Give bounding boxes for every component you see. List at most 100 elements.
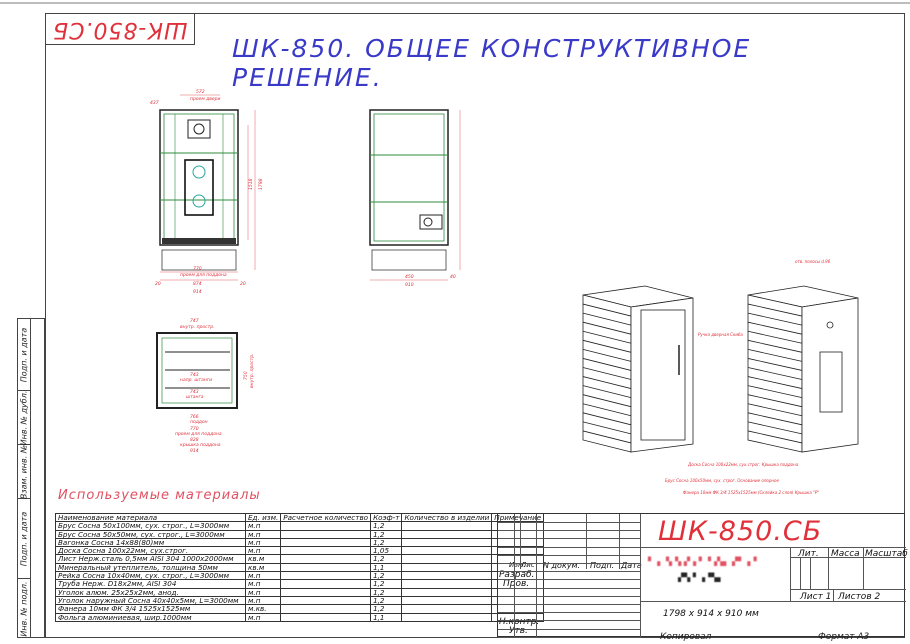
blurred-subtitle: ▞▚ ▘▗▝▚▖: [678, 573, 724, 582]
table-cell: [401, 537, 493, 548]
grid-line: [498, 530, 640, 532]
grid-line: [498, 595, 640, 597]
grid-line: [790, 547, 791, 601]
table-cell: м.кв.: [244, 604, 282, 614]
side-cell: Взам. инв. №: [18, 444, 30, 499]
dim-label: напр. штанги: [180, 378, 212, 383]
header-sign: Подп.: [590, 561, 615, 570]
dim-label: 20: [155, 281, 161, 287]
table-cell: [280, 554, 372, 564]
cladding-slat: [582, 403, 632, 417]
dim-label: 874: [193, 281, 202, 287]
isometric-front: [582, 285, 694, 453]
grid-line: [514, 514, 515, 638]
dim-label: 914: [193, 289, 202, 295]
cladding-slat: [582, 348, 632, 362]
grid-line: [498, 587, 640, 589]
dim-label: поддон: [190, 420, 208, 425]
cladding-slat: [747, 348, 803, 362]
side-view: 450 910 40: [369, 109, 461, 288]
materials-table: Наименование материала Ед. изм. Расчетно…: [55, 512, 545, 622]
iso-note: отв. полосы d.96: [795, 259, 831, 264]
table-cell: [280, 595, 372, 606]
cladding-slat: [747, 376, 803, 389]
table-cell: [401, 546, 493, 556]
side-cell: Инв. № подл.: [19, 581, 29, 637]
grid-line: [828, 547, 829, 589]
dim-label: 1798: [258, 178, 264, 190]
table-cell: 1,2: [370, 521, 403, 531]
dim-label: проем двери: [190, 97, 221, 102]
cladding-slat: [582, 303, 632, 317]
role-norm-control: Н.контр.: [499, 617, 540, 627]
copied-label: Копировал: [660, 632, 712, 642]
grid-line: [640, 601, 906, 602]
dim-label: 766: [190, 414, 199, 420]
header-izm: Изм.: [509, 561, 526, 569]
cladding-slat: [747, 394, 803, 408]
table-cell: Труба Нерж. D18х2мм, AISI 304: [55, 579, 246, 589]
iso-note: Доска Сосна 100х22мм, сух.строг. Крышка …: [687, 462, 799, 467]
dim-label: 914: [190, 448, 199, 454]
scale-label: Масштаб: [865, 549, 908, 559]
header-list: Лист: [521, 561, 539, 569]
table-cell: [401, 579, 493, 589]
front-view: 572 проем двери 437 1798 1518 770 проем …: [150, 89, 264, 295]
iso-note: Ручка дверная Скиба: [698, 332, 743, 337]
dim-label: 750: [243, 371, 249, 380]
dim-label: внутр. простр.: [250, 353, 255, 388]
cladding-slat: [747, 430, 803, 444]
table-cell: [280, 604, 372, 614]
grid-line: [498, 571, 640, 573]
sheet-number: Лист 1: [800, 592, 832, 602]
cladding-slat: [582, 339, 632, 353]
dim-label: 20: [240, 281, 246, 287]
dim-label: 437: [150, 100, 159, 106]
table-cell: [280, 521, 372, 531]
table-cell: кв.м: [244, 562, 282, 573]
plan-view: 747 внутр. простр. 743 напр. штанги 743 …: [156, 318, 255, 454]
grid-line: [498, 554, 640, 556]
grid-line: [800, 557, 801, 589]
table-cell: [280, 529, 372, 539]
dim-label: 743: [190, 389, 199, 395]
table-cell: [401, 604, 493, 614]
dim-label: 770: [190, 426, 199, 432]
table-cell: м.п: [244, 521, 282, 531]
table-cell: Фольга алюминиевая, шир.1000мм: [55, 612, 246, 622]
isometric-back: [747, 285, 859, 453]
cladding-slat: [747, 339, 803, 353]
dim-label: 770: [193, 266, 202, 272]
table-cell: [401, 529, 493, 539]
drawing-views: 572 проем двери 437 1798 1518 770 проем …: [150, 89, 859, 495]
iso-note: Фанера 10мм ФК 3/4 1525х1525мм (Склейка …: [683, 490, 819, 495]
materials-heading: Используемые материалы: [58, 488, 261, 503]
blurred-product-name: ▘▗ ▝▖▚ ▞▗ ▘▝▗▚▖ ▞▘▗▝: [648, 557, 757, 566]
side-cell: Подп. и дата: [18, 319, 30, 391]
grid-line: [536, 514, 537, 638]
title-block: ШК-850.СБ Изм. Лист N докум. Подп. Дата …: [497, 513, 908, 638]
cladding-slat: [747, 330, 803, 344]
inverted-code-stamp: ШК-850.СБ: [45, 13, 195, 45]
role-approved: Утв.: [509, 626, 528, 636]
table-cell: [401, 587, 493, 597]
table-cell: [401, 521, 493, 531]
table-cell: 1,2: [370, 604, 403, 614]
dim-label: 747: [190, 318, 199, 324]
grid-line: [498, 579, 640, 581]
dim-label: проем для поддона: [180, 273, 227, 278]
table-cell: м.п: [244, 612, 282, 622]
format-label: Формат А3: [818, 632, 870, 642]
table-cell: [280, 562, 372, 573]
cladding-slat: [582, 430, 632, 444]
header-doc: N докум.: [543, 561, 581, 570]
dim-label: внутр. простр.: [180, 325, 215, 330]
header-date: Дата: [621, 561, 642, 570]
iso-note: Брус Сосна 100х50мм, сух. строг. Основан…: [665, 478, 779, 483]
grid-line: [498, 628, 640, 630]
cladding-slat: [747, 312, 803, 326]
grid-line: [619, 514, 620, 569]
grid-line: [498, 636, 640, 638]
